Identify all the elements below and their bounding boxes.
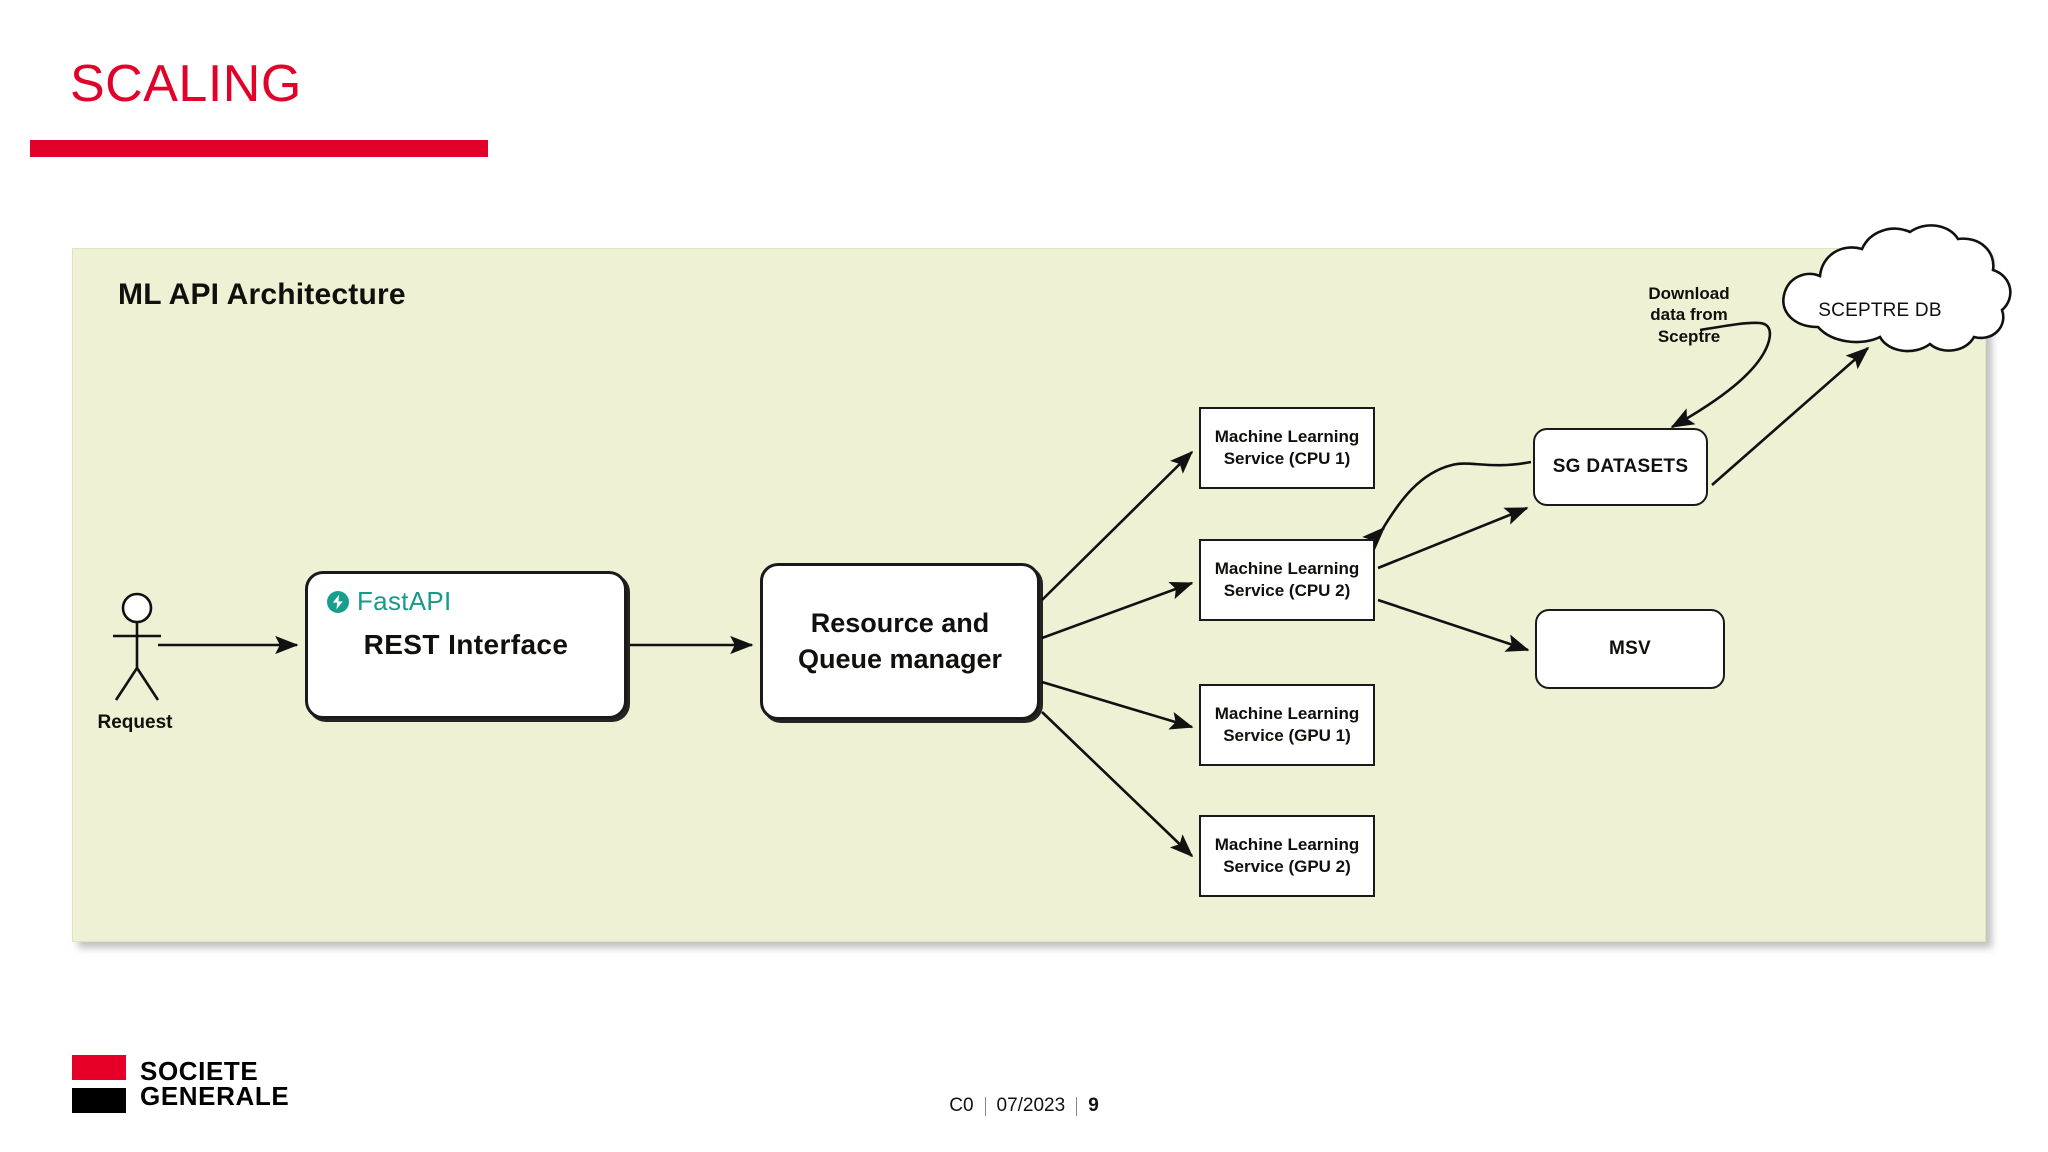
node-ml-service-gpu-2[interactable]: Machine Learning Service (GPU 2)	[1199, 815, 1375, 897]
sg-wordmark-line1: SOCIETE	[140, 1055, 259, 1086]
societe-generale-logo: SOCIETE GENERALE	[72, 1053, 312, 1115]
footer-separator-1	[984, 1096, 986, 1116]
fastapi-badge: FastAPI	[326, 586, 452, 617]
ml-gpu2-label-line1: Machine Learning	[1214, 834, 1360, 854]
msv-label: MSV	[1608, 638, 1652, 660]
queue-manager-label-line2: Queue manager	[797, 644, 1003, 674]
node-rest-interface[interactable]: FastAPI REST Interface	[305, 571, 627, 719]
node-ml-service-gpu-1[interactable]: Machine Learning Service (GPU 1)	[1199, 684, 1375, 766]
ml-gpu1-label-line2: Service (GPU 1)	[1223, 726, 1351, 745]
sg-logo-mark	[72, 1055, 126, 1113]
sceptre-db-label: SCEPTRE DB	[1818, 300, 1942, 321]
title-underline-rule	[30, 140, 488, 157]
sg-logo-black-block	[72, 1087, 126, 1113]
ml-cpu2-label-line2: Service (CPU 2)	[1223, 581, 1351, 600]
footer-date: 07/2023	[996, 1095, 1066, 1116]
node-ml-service-cpu-2[interactable]: Machine Learning Service (CPU 2)	[1199, 539, 1375, 621]
node-sg-datasets[interactable]: SG DATASETS	[1533, 428, 1708, 506]
sg-wordmark: SOCIETE GENERALE	[140, 1055, 290, 1111]
download-note-line3: Sceptre	[1657, 326, 1721, 346]
rest-interface-label: REST Interface	[363, 628, 569, 660]
classification-label: C0	[949, 1095, 974, 1116]
node-resource-queue-manager[interactable]: Resource and Queue manager	[760, 563, 1040, 720]
download-note-line1: Download	[1648, 284, 1730, 303]
download-data-annotation: Download data from Sceptre	[1624, 283, 1754, 347]
sg-logo-white-stripe	[72, 1080, 126, 1088]
actor-request-label: Request	[97, 712, 173, 733]
footer-separator-2	[1076, 1096, 1078, 1116]
fastapi-label: FastAPI	[357, 586, 452, 616]
fastapi-bolt-icon	[327, 590, 349, 613]
queue-manager-label-line1: Resource and	[810, 608, 990, 639]
ml-gpu2-label-line2: Service (GPU 2)	[1223, 857, 1351, 876]
sg-logo-red-block	[72, 1055, 126, 1081]
sg-datasets-label: SG DATASETS	[1552, 456, 1689, 478]
footer-metadata: C0 07/2023 9	[0, 1095, 2048, 1117]
ml-cpu1-label-line2: Service (CPU 1)	[1223, 449, 1351, 468]
download-note-line2: data from	[1650, 305, 1728, 325]
diagram-title: ML API Architecture	[118, 278, 406, 311]
ml-cpu1-label-line1: Machine Learning	[1214, 426, 1360, 446]
page-number: 9	[1088, 1095, 1099, 1116]
ml-gpu1-label-line1: Machine Learning	[1214, 703, 1360, 723]
sg-wordmark-line2: GENERALE	[140, 1081, 290, 1111]
node-msv[interactable]: MSV	[1535, 609, 1725, 689]
page-title: SCALING	[70, 55, 302, 113]
ml-cpu2-label-line1: Machine Learning	[1214, 558, 1360, 578]
node-ml-service-cpu-1[interactable]: Machine Learning Service (CPU 1)	[1199, 407, 1375, 489]
